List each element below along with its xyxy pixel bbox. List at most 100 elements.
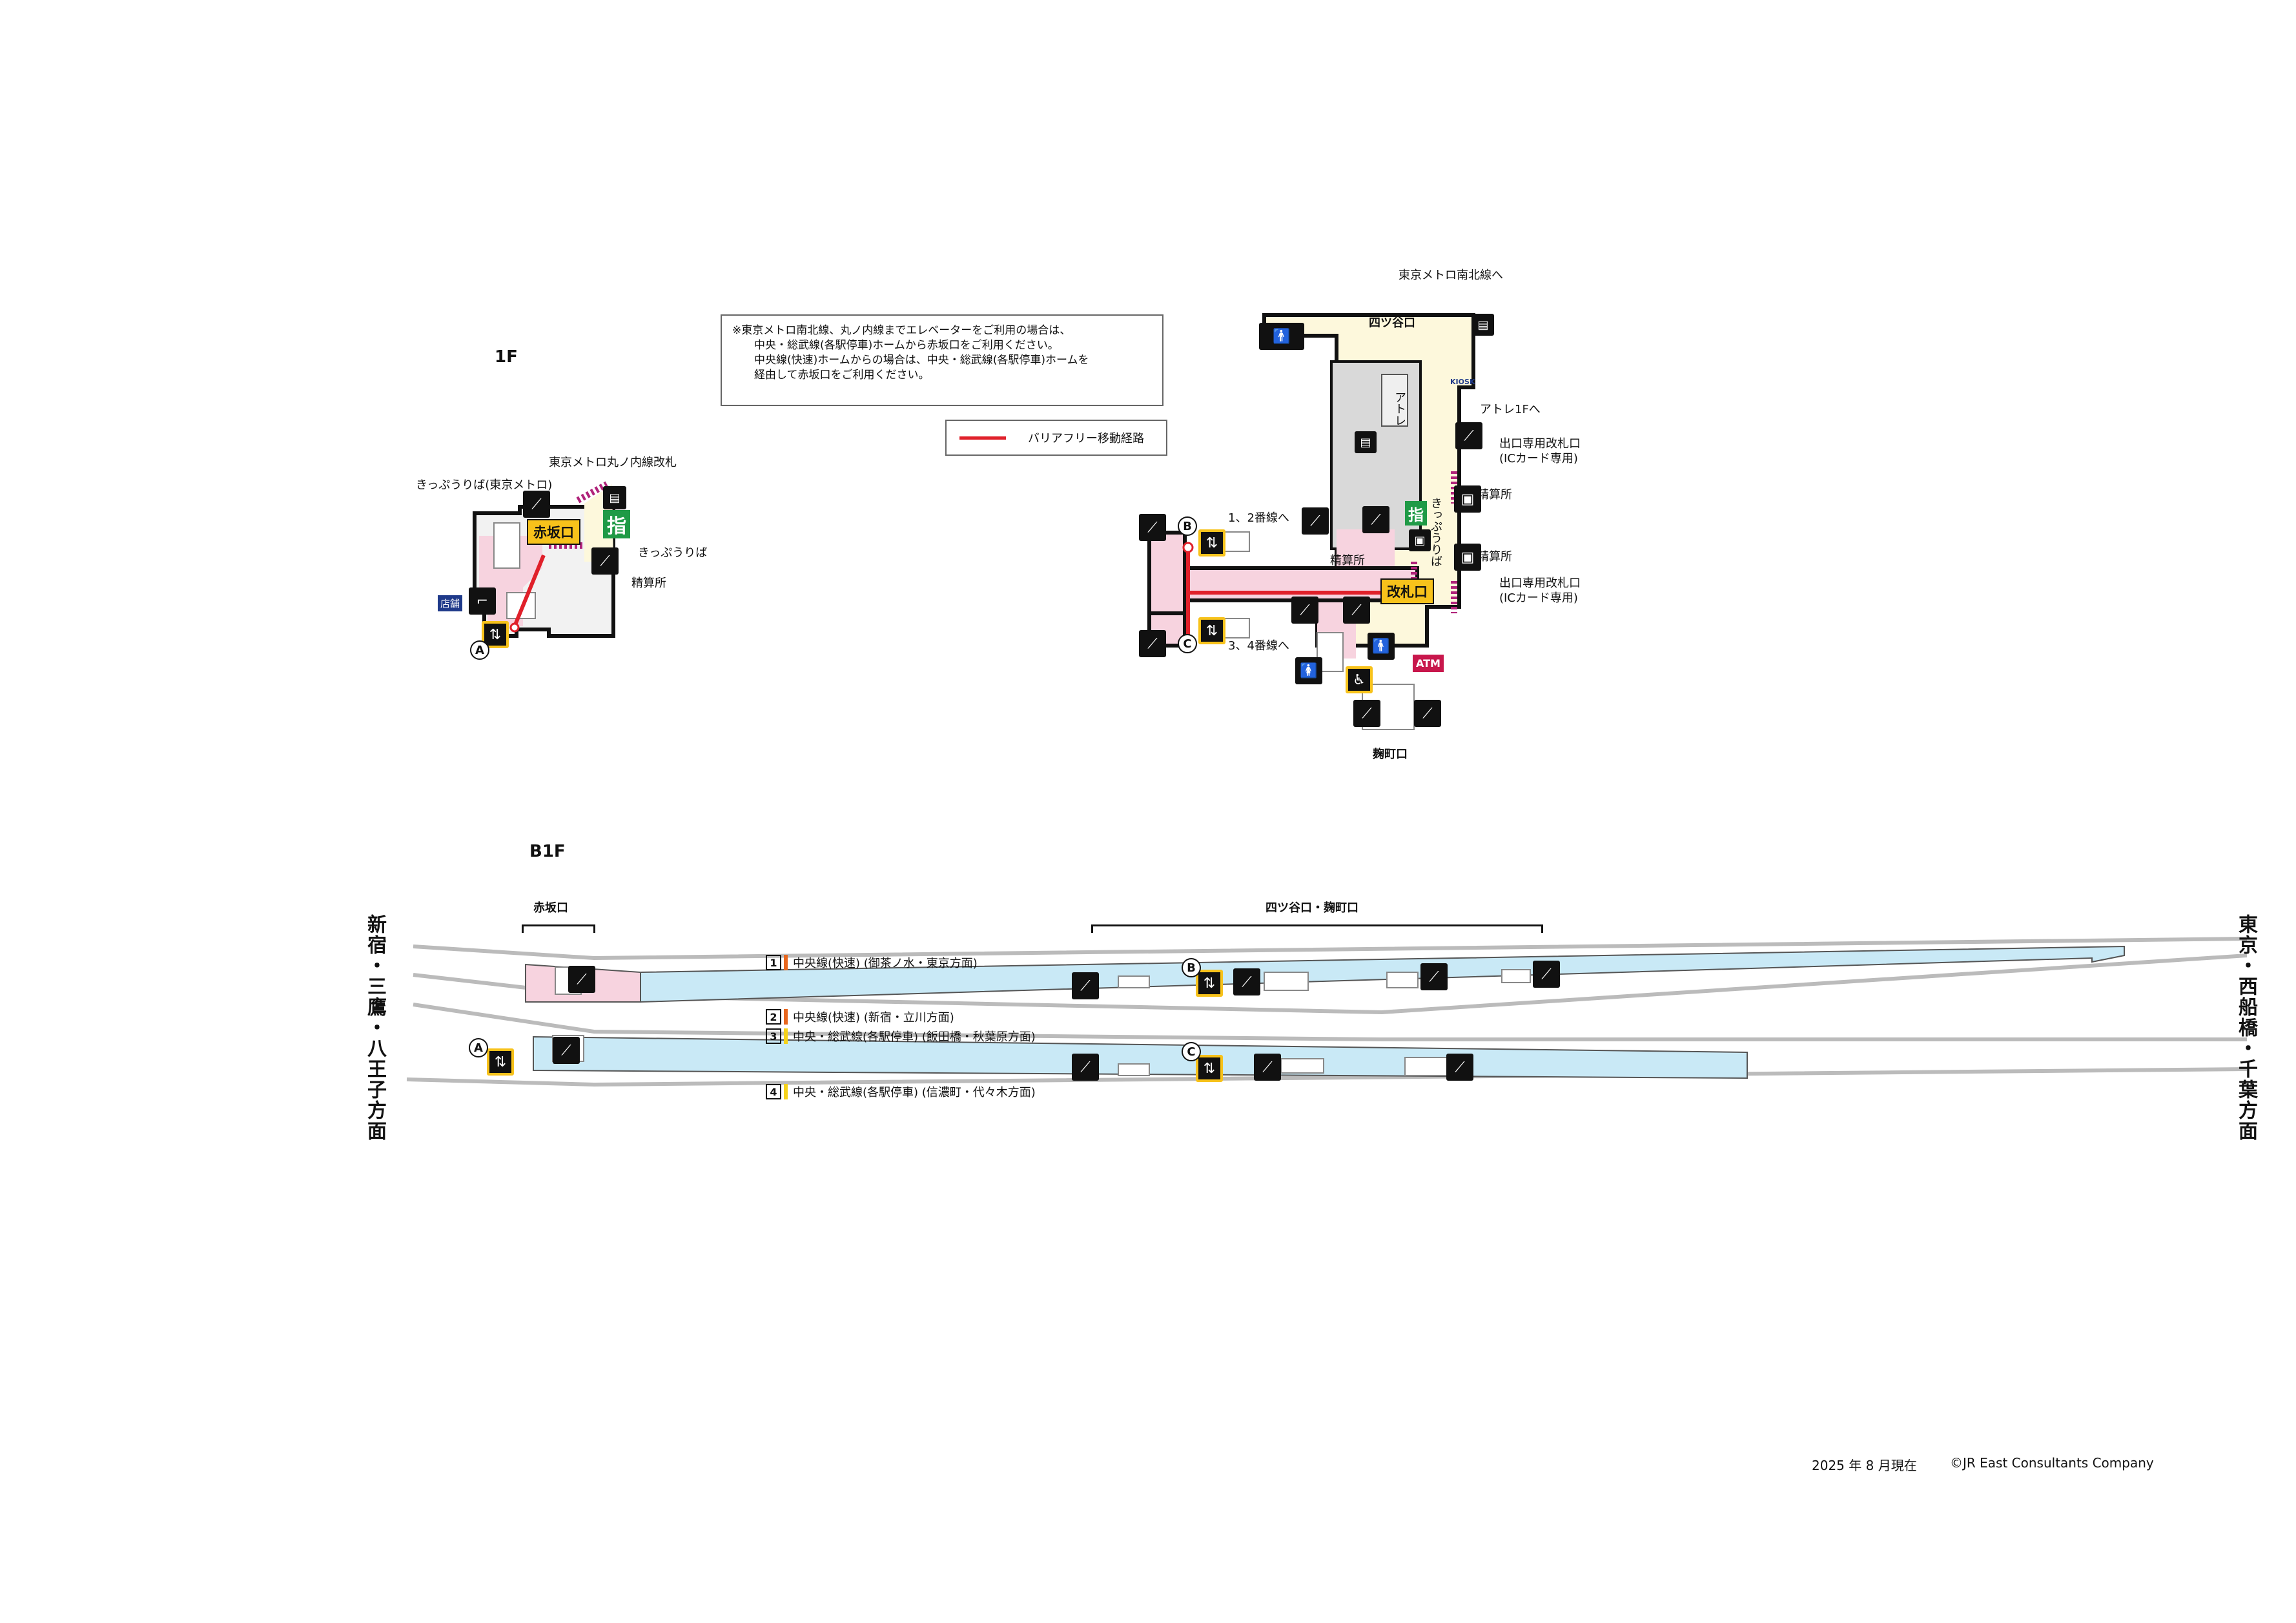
platform-line-text: 中央線(快速) (新宿・立川方面) [793,1011,954,1025]
platform-line-text: 中央・総武線(各駅停車) (信濃町・代々木方面) [793,1086,1036,1099]
stairs [1280,1058,1324,1074]
escalator-icon: ⟋ [1139,514,1166,541]
stair-hall-12 [1147,531,1187,615]
barrier-free-route [513,554,546,628]
platform-number: 3 [766,1028,781,1044]
exit-ic-gate-label: 出口専用改札口 [1499,437,1581,451]
stairs [1501,969,1531,983]
ticket-machine-icon: ▤ [603,486,626,509]
stairs [1264,972,1309,991]
escalator-icon: ⟋ [1302,507,1329,535]
kojimachi-exit-label: 麹町口 [1373,748,1408,761]
copyright-label: ©JR East Consultants Company [1950,1455,2154,1471]
ticket-machine-icon: ▣ [1409,529,1431,551]
floor-label-b1f: B1F [529,842,566,861]
platform-2-label: 2 中央線(快速) (新宿・立川方面) [766,1008,954,1025]
ticket-gate-marks [576,481,609,504]
elevator-icon: ⇅ [1196,1055,1223,1082]
track-3 [413,1003,2247,1041]
ic-only-label: (ICカード専用) [1499,452,1578,465]
ticket-label: きっぷうりば [638,546,708,560]
marunouchi-gate-label: 東京メトロ丸ノ内線改札 [549,456,677,469]
escalator-icon: ⟋ [591,547,619,575]
escalator-icon: ⟋ [568,966,595,993]
atre-label: アトレ [1393,391,1406,426]
ticket-machine-icon: ▣ [1454,485,1481,513]
west-direction-label: 新宿・三鷹・八王子方面 [364,914,386,1141]
elevator-marker-a: A [470,640,489,660]
escalator-icon: ⟋ [1455,422,1482,449]
east-direction-label: 東京・西船橋・千葉方面 [2235,914,2257,1141]
toilet-icon: 🚹 [1259,323,1304,350]
escalator-icon: ⟋ [523,491,550,518]
stairs [1386,972,1419,988]
escalator-icon: ⟋ [1291,597,1318,624]
platform-1-label: 1 中央線(快速) (御茶ノ水・東京方面) [766,954,978,971]
elevator-icon: ⇅ [1196,970,1223,997]
route-node [1182,542,1194,553]
legend-route-label: バリアフリー移動経路 [1028,432,1144,445]
notice-line: 中央・総武線(各駅停車)ホームから赤坂口をご利用ください。 [754,339,1059,352]
platform-number: 4 [766,1084,781,1099]
platform-3-label: 3 中央・総武線(各駅停車) (飯田橋・秋葉原方面) [766,1028,1036,1045]
reserved-seat-machine: 指 [1405,501,1427,526]
atre-1f-label: アトレ1Fへ [1480,403,1541,416]
toilet-icon: 🚹 [1368,633,1395,660]
elevator-marker-c: C [1178,634,1197,653]
ticket-metro-label: きっぷうりば(東京メトロ) [416,478,553,492]
barrier-free-route [1186,547,1395,644]
escalator-icon: ⟋ [1414,700,1441,727]
stairs-icon: ⌐ [469,587,496,615]
elevator-marker-b: B [1182,958,1201,977]
ticket-gate-sign: 改札口 [1380,578,1434,604]
wheelchair-icon: ♿ [1346,666,1373,693]
atre-shop [1381,374,1408,427]
elevator-icon: ⇅ [1198,529,1225,556]
ticket-machine-icon: ▤ [1355,431,1377,453]
elevator-marker-a: A [469,1038,488,1057]
ticket-machine-icon: ▣ [1454,544,1481,571]
fare-adjust-label: 精算所 [1477,550,1512,564]
akasaka-exit-section-label: 赤坂口 [533,901,568,915]
fare-adjust-label: 精算所 [631,577,666,590]
line-color-bar [784,1028,788,1044]
namboku-link-label: 東京メトロ南北線へ [1399,269,1503,282]
akasaka-section-bracket [522,924,595,933]
ic-only-label: (ICカード専用) [1499,591,1578,605]
fare-adjust-label: 精算所 [1330,554,1365,567]
stairs [1118,1063,1150,1076]
escalator-icon: ⟋ [1072,1054,1099,1081]
escalator-icon: ⟋ [1139,630,1166,657]
escalator-icon: ⟋ [1446,1054,1473,1081]
akasaka-stairs [493,522,520,569]
platform-line-text: 中央線(快速) (御茶ノ水・東京方面) [793,957,978,970]
elevator-icon: ⇅ [1198,617,1225,644]
toilet-icon: 🚺 [1295,657,1322,684]
platform-line-text: 中央・総武線(各駅停車) (飯田橋・秋葉原方面) [793,1030,1036,1044]
escalator-icon: ⟋ [1254,1054,1281,1081]
tracks-12-label: 1、2番線へ [1228,511,1289,525]
escalator-icon: ⟋ [1353,700,1380,727]
yotsuya-exit-label: 四ツ谷口 [1369,316,1415,330]
platform-4-label: 4 中央・総武線(各駅停車) (信濃町・代々木方面) [766,1083,1036,1100]
elevator-marker-c: C [1182,1042,1201,1061]
track-2 [413,954,2247,1015]
b1f-platform-diagram [406,937,2247,1087]
ticket-label: きっぷうりば [1429,497,1442,567]
escalator-icon: ⟋ [1533,961,1560,988]
exit-ic-gate-label: 出口専用改札口 [1499,577,1581,590]
elevator-icon: ⇅ [482,621,509,648]
escalator-icon: ⟋ [1233,968,1260,995]
escalator-icon: ⟋ [1343,597,1370,624]
reserved-seat-machine: 指 [603,510,630,538]
elevator-marker-b: B [1178,516,1197,536]
elevator-icon: ⇅ [487,1048,514,1076]
stairs [1118,975,1150,988]
escalator-icon: ⟋ [1072,972,1099,999]
atm-sign: ATM [1413,655,1444,672]
akasaka-exit-sign: 赤坂口 [527,519,580,545]
line-color-bar [784,955,788,970]
kiosk-sign: KIOSK [1450,378,1475,386]
legend-route-line [959,436,1006,440]
floor-label-1f: 1F [495,347,518,367]
